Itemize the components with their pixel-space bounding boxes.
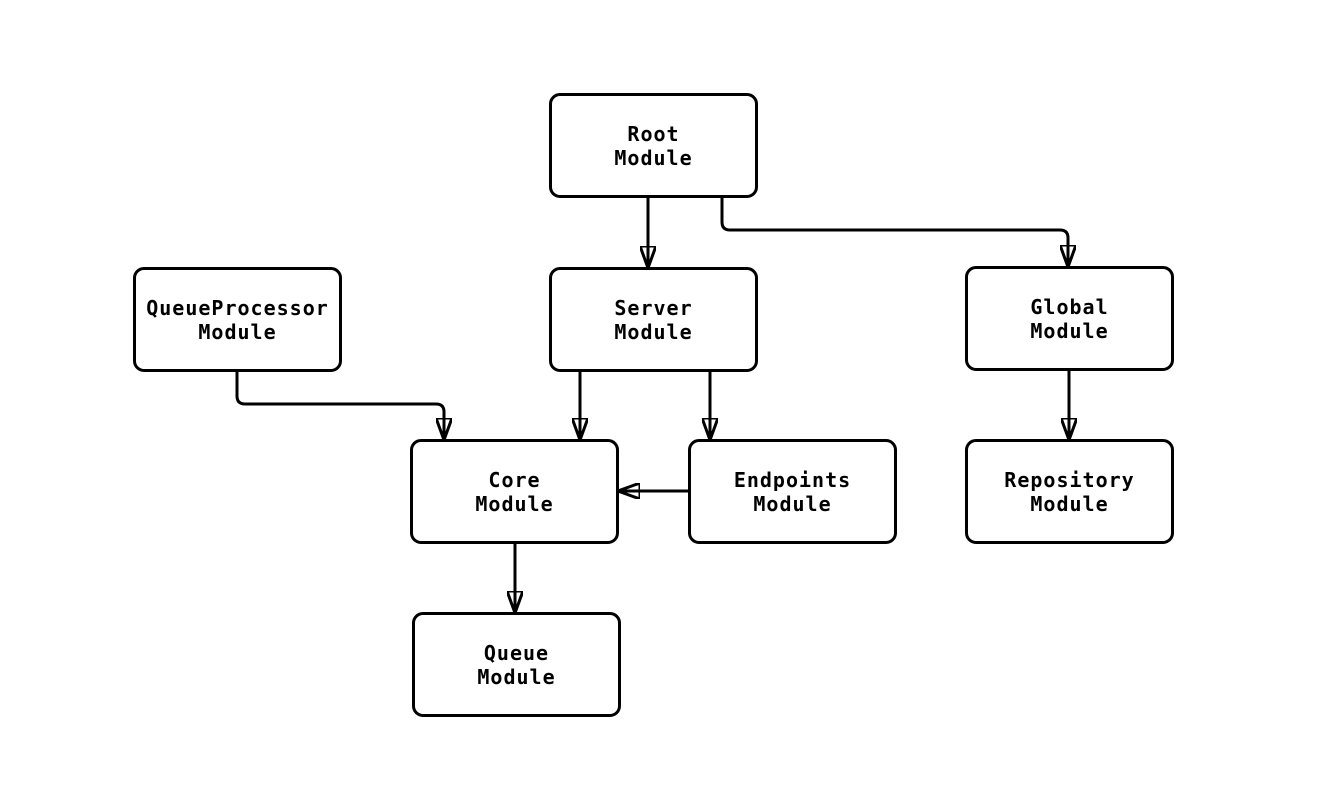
node-repository-module: Repository Module [965, 439, 1174, 544]
node-global-module-label: Global Module [1030, 294, 1109, 343]
edge-queueprocessor-to-core [235, 372, 444, 439]
node-server-module-label: Server Module [614, 295, 693, 344]
node-queueprocessor-module: QueueProcessor Module [133, 267, 342, 372]
node-queue-module: Queue Module [412, 612, 621, 717]
node-global-module: Global Module [965, 266, 1174, 371]
node-root-module-label: Root Module [614, 121, 693, 170]
edge-root-to-global [720, 198, 1068, 266]
node-queueprocessor-module-label: QueueProcessor Module [146, 295, 329, 344]
node-repository-module-label: Repository Module [1004, 467, 1135, 516]
node-server-module: Server Module [549, 267, 758, 372]
node-core-module-label: Core Module [475, 467, 554, 516]
node-root-module: Root Module [549, 93, 758, 198]
node-endpoints-module: Endpoints Module [688, 439, 897, 544]
node-core-module: Core Module [410, 439, 619, 544]
node-endpoints-module-label: Endpoints Module [733, 467, 852, 516]
node-queue-module-label: Queue Module [477, 640, 556, 689]
